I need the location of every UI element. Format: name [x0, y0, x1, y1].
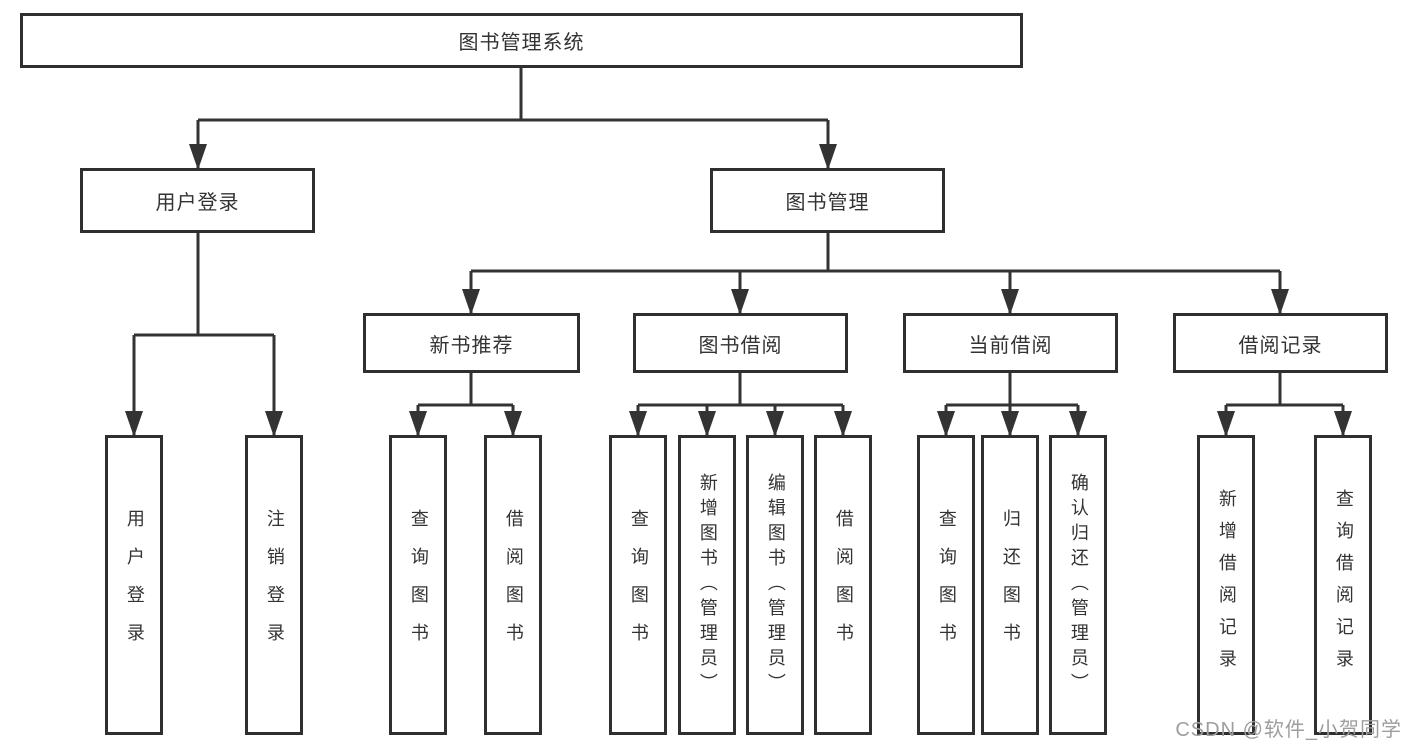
- node-user-login-label: 用户登录: [155, 192, 240, 214]
- leaf-borrow-borrow-label: 借阅图书: [833, 509, 854, 661]
- leaf-borrow-query-label: 查询图书: [628, 509, 649, 661]
- leaf-records-query: 查询借阅记录: [1314, 435, 1372, 735]
- leaf-borrow-edit-admin: 编辑图书（管理员）: [746, 435, 804, 735]
- leaf-records-add: 新增借阅记录: [1197, 435, 1255, 735]
- wire-userlogin-to-leaves: [132, 233, 276, 435]
- node-borrowing-records: 借阅记录: [1173, 313, 1388, 373]
- leaf-borrow-query: 查询图书: [609, 435, 667, 735]
- leaf-borrow-add-admin-label: 新增图书（管理员）: [697, 472, 718, 698]
- leaf-current-confirm-admin-label: 确认归还（管理员）: [1068, 472, 1089, 698]
- leaf-newbook-query: 查询图书: [389, 435, 447, 735]
- node-book-borrowing: 图书借阅: [633, 313, 848, 373]
- node-new-book-recommend: 新书推荐: [363, 313, 580, 373]
- leaf-current-query: 查询图书: [917, 435, 975, 735]
- node-borrowing-records-label: 借阅记录: [1238, 334, 1323, 357]
- node-user-login: 用户登录: [80, 168, 315, 233]
- leaf-current-return-label: 归还图书: [1000, 509, 1021, 661]
- leaf-current-query-label: 查询图书: [936, 509, 957, 661]
- leaf-records-query-label: 查询借阅记录: [1333, 489, 1354, 681]
- node-root: 图书管理系统: [20, 13, 1023, 68]
- node-new-book-recommend-label: 新书推荐: [429, 334, 514, 357]
- leaf-user-login: 用户登录: [105, 435, 163, 735]
- node-book-borrowing-label: 图书借阅: [698, 334, 783, 357]
- leaf-borrow-borrow: 借阅图书: [814, 435, 872, 735]
- leaf-newbook-borrow: 借阅图书: [484, 435, 542, 735]
- wire-records-to-leaves: [1224, 373, 1345, 435]
- node-book-management: 图书管理: [710, 168, 945, 233]
- arrowheads: [125, 144, 1352, 437]
- leaf-borrow-edit-admin-label: 编辑图书（管理员）: [765, 472, 786, 698]
- leaf-newbook-borrow-label: 借阅图书: [503, 509, 524, 661]
- wire-root-to-level2: [196, 68, 830, 168]
- node-root-label: 图书管理系统: [458, 32, 585, 54]
- leaf-borrow-add-admin: 新增图书（管理员）: [678, 435, 736, 735]
- csdn-watermark: CSDN @软件_小贺同学: [1175, 719, 1402, 741]
- leaf-current-return: 归还图书: [981, 435, 1039, 735]
- wire-newbook-to-leaves: [416, 373, 515, 435]
- node-current-borrowing: 当前借阅: [903, 313, 1118, 373]
- leaf-newbook-query-label: 查询图书: [408, 509, 429, 661]
- wire-borrow-to-leaves: [636, 373, 845, 435]
- leaf-user-login-label: 用户登录: [124, 509, 145, 661]
- leaf-logout: 注销登录: [245, 435, 303, 735]
- leaf-records-add-label: 新增借阅记录: [1216, 489, 1237, 681]
- node-book-management-label: 图书管理: [785, 192, 870, 214]
- leaf-logout-label: 注销登录: [264, 509, 285, 661]
- node-current-borrowing-label: 当前借阅: [968, 334, 1053, 357]
- wire-bookmgmt-to-level3: [469, 233, 1282, 313]
- leaf-current-confirm-admin: 确认归还（管理员）: [1049, 435, 1107, 735]
